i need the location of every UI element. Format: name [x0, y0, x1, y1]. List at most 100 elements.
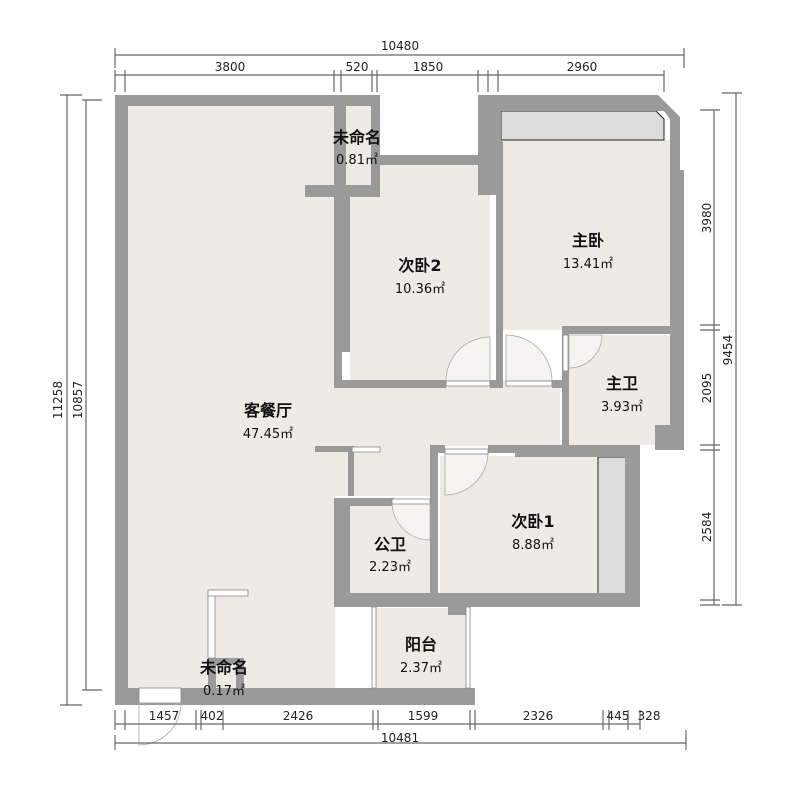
dim-left-outer: 11258	[51, 381, 65, 419]
wall-closet-left	[208, 658, 216, 688]
wall-master-corner	[658, 95, 680, 175]
wall-bedroom2-bottom	[334, 380, 446, 388]
wall-master-left-top	[478, 95, 501, 195]
door-master-bath[interactable]	[568, 334, 603, 369]
door-master-bath-leaf	[562, 334, 569, 372]
wall-outer-left	[115, 95, 128, 705]
wall-bedroom2-bottom-right	[552, 380, 568, 388]
wall-master-bath-left	[562, 326, 569, 450]
room-area-master: 13.41㎡	[563, 257, 613, 272]
window-balcony-right	[465, 606, 471, 689]
wall-hall-vertical	[348, 446, 354, 496]
room-area-balcony: 2.37㎡	[400, 661, 442, 676]
door-bedroom1-leaf	[444, 448, 489, 455]
windows	[138, 446, 471, 704]
window-balcony-left	[371, 606, 377, 689]
wall-outer-right	[670, 170, 684, 432]
window-entry	[138, 687, 182, 704]
wall-storage-left	[334, 95, 346, 187]
wall-bedroom1-right	[625, 445, 640, 605]
wall-bedroom1-bottom	[334, 593, 640, 607]
wall-outer-top-left	[115, 95, 377, 106]
dim-right-seg-3: 2584	[700, 512, 714, 543]
wall-bedroom1-top-left	[430, 445, 445, 453]
wall-door-divider	[490, 380, 498, 388]
wall-bedroom2-left	[334, 197, 350, 352]
door-master[interactable]	[505, 334, 553, 382]
room-area-bedroom2: 10.36㎡	[395, 282, 445, 297]
dim-bottom-seg-2: 402	[201, 709, 224, 723]
door-master-leaf	[505, 380, 553, 387]
room-area-bedroom1: 8.88㎡	[512, 538, 554, 553]
dim-bottom-seg-5: 2326	[523, 709, 554, 723]
wall-master-bath-corner	[655, 425, 684, 450]
room-name-master: 主卧	[572, 231, 604, 250]
door-public-bath-leaf	[391, 498, 431, 505]
dim-bottom-seg-7: 328	[638, 709, 661, 723]
room-area-storage: 0.81㎡	[336, 153, 378, 168]
floors	[128, 106, 670, 688]
floor-master-bedroom	[502, 140, 670, 330]
dim-right-seg-2: 2095	[700, 373, 714, 404]
wall-closet-right	[236, 658, 244, 688]
dim-top-seg-4: 2960	[567, 60, 598, 74]
room-name-bedroom1: 次卧1	[511, 512, 554, 531]
dimension-lines	[60, 48, 742, 750]
door-bedroom1[interactable]	[444, 451, 489, 496]
room-area-living: 47.45㎡	[243, 427, 293, 442]
wall-bedroom2-left-lower	[334, 352, 342, 388]
dim-right-total: 9454	[721, 335, 735, 366]
door-public-bath[interactable]	[391, 501, 431, 541]
wall-bed2-master	[496, 140, 503, 388]
wall-bedroom1-top-mid	[488, 445, 518, 453]
room-name-living: 客餐厅	[244, 401, 292, 420]
wall-public-bath-right	[430, 453, 438, 606]
wall-storage-bottom	[305, 185, 380, 197]
floor-hallway	[335, 380, 560, 446]
dim-bottom-total: 10481	[381, 731, 419, 745]
room-area-closet: 0.17㎡	[203, 684, 245, 699]
dim-bottom-seg-1: 1457	[149, 709, 180, 723]
dim-bottom-seg-3: 2426	[283, 709, 314, 723]
wall-balcony-stub	[448, 607, 466, 615]
dim-top-seg-2: 520	[346, 60, 369, 74]
dim-right-seg-1: 3980	[700, 203, 714, 234]
dim-left-inner: 10857	[71, 381, 85, 419]
doors	[138, 334, 603, 746]
dim-top-total: 10480	[381, 39, 419, 53]
door-entry[interactable]	[138, 702, 182, 746]
wall-master-bath-top	[562, 326, 672, 334]
floor-balcony	[376, 608, 468, 688]
room-name-storage: 未命名	[332, 128, 381, 147]
wall-bedroom1-top	[515, 445, 640, 457]
room-name-bedroom2: 次卧2	[398, 256, 441, 275]
wall-bedroom2-top	[380, 155, 478, 165]
room-name-public-bath: 公卫	[374, 535, 406, 554]
dim-bottom-seg-4: 1599	[408, 709, 439, 723]
wall-master-top	[478, 95, 658, 111]
wall-hall-stub	[315, 446, 353, 452]
room-name-balcony: 阳台	[405, 635, 437, 654]
walls	[115, 95, 684, 705]
partition-closet-h	[207, 589, 249, 597]
wall-public-bath-top	[334, 498, 394, 506]
dimension-labels: 10480 3800 520 1850 2960 1457 402 2426 1…	[51, 39, 735, 745]
wardrobe-master	[500, 110, 665, 141]
door-bedroom2-leaf	[445, 380, 491, 387]
partition-closet-v	[207, 589, 216, 659]
dim-bottom-seg-6: 445	[607, 709, 630, 723]
door-bedroom2[interactable]	[445, 336, 491, 382]
room-area-public-bath: 2.23㎡	[369, 560, 411, 575]
dim-top-seg-1: 3800	[215, 60, 246, 74]
hall-shelf	[351, 446, 381, 453]
wall-closet-top	[208, 658, 244, 664]
room-name-closet: 未命名	[199, 658, 248, 677]
wall-storage-right	[371, 95, 380, 187]
room-area-master-bath: 3.93㎡	[601, 400, 643, 415]
room-name-master-bath: 主卫	[606, 374, 638, 393]
wall-outer-bottom	[115, 688, 475, 705]
dim-top-seg-3: 1850	[413, 60, 444, 74]
wall-public-bath-left	[334, 498, 350, 606]
floor-living-dining	[128, 106, 335, 688]
